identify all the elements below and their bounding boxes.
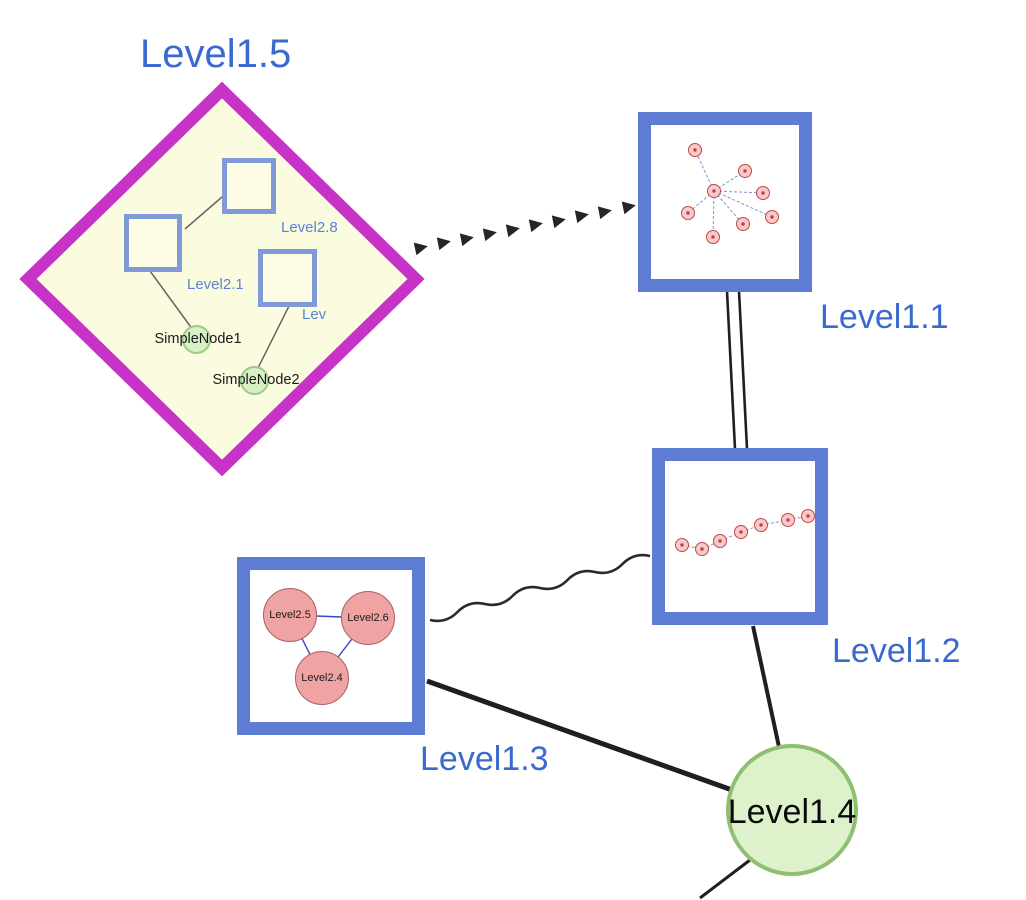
diamond-node-level1-5[interactable] bbox=[19, 81, 425, 477]
mini-graph-level1-1 bbox=[681, 143, 779, 244]
node-level1-4[interactable] bbox=[726, 744, 858, 876]
diamond-inner-edges bbox=[149, 196, 290, 369]
label-level2-x: Lev bbox=[302, 306, 327, 323]
inner-square-level2-x[interactable] bbox=[258, 249, 317, 307]
mini-graph-level1-2 bbox=[675, 509, 815, 556]
label-level1-4: Level1.4 bbox=[727, 793, 857, 831]
group-node-level1-3[interactable]: Level2.5 Level2.6 Level2.4 bbox=[237, 557, 425, 735]
mini-node-marks-1-1 bbox=[686, 148, 774, 239]
simple-node-2[interactable] bbox=[240, 366, 269, 395]
edge-level1-2-to-level1-4[interactable] bbox=[751, 625, 781, 748]
inner-square-level2-1[interactable] bbox=[124, 214, 182, 272]
node-level2-5[interactable]: Level2.5 bbox=[263, 588, 317, 642]
inner-square-level2-8[interactable] bbox=[222, 158, 276, 214]
edge-level1-3-to-level1-2[interactable] bbox=[429, 553, 651, 623]
node-level2-4[interactable]: Level2.4 bbox=[295, 651, 349, 705]
group-node-level1-1[interactable] bbox=[638, 112, 812, 292]
simple-node-1[interactable] bbox=[182, 325, 211, 354]
edge-level1-3-to-level1-4[interactable] bbox=[426, 678, 733, 793]
inner-edge-square2-simplenode1[interactable] bbox=[149, 270, 194, 331]
label-level2-8: Level2.8 bbox=[281, 219, 338, 236]
edge-level1-5-to-level1-1[interactable] bbox=[413, 201, 636, 256]
label-level1-1: Level1.1 bbox=[820, 298, 949, 336]
label-level1-5: Level1.5 bbox=[140, 32, 292, 76]
label-level2-1: Level2.1 bbox=[187, 276, 244, 293]
label-simple-node-2: SimpleNode2 bbox=[212, 372, 300, 388]
label-simple-node-1: SimpleNode1 bbox=[154, 331, 242, 347]
mini-nodes-1-1 bbox=[681, 143, 779, 244]
label-level1-3: Level1.3 bbox=[420, 740, 549, 778]
mini-nodes-1-2 bbox=[675, 509, 815, 556]
edge-level1-4-tail[interactable] bbox=[699, 858, 751, 900]
mini-node-marks-1-2 bbox=[680, 514, 810, 551]
node-level2-6[interactable]: Level2.6 bbox=[341, 591, 395, 645]
inner-edge-square2-square1[interactable] bbox=[184, 196, 223, 230]
label-level1-2: Level1.2 bbox=[832, 632, 961, 670]
inner-edge-square3-simplenode2[interactable] bbox=[257, 305, 290, 369]
group-node-level1-2[interactable] bbox=[652, 448, 828, 625]
edge-level1-1-to-level1-2[interactable] bbox=[725, 290, 749, 450]
